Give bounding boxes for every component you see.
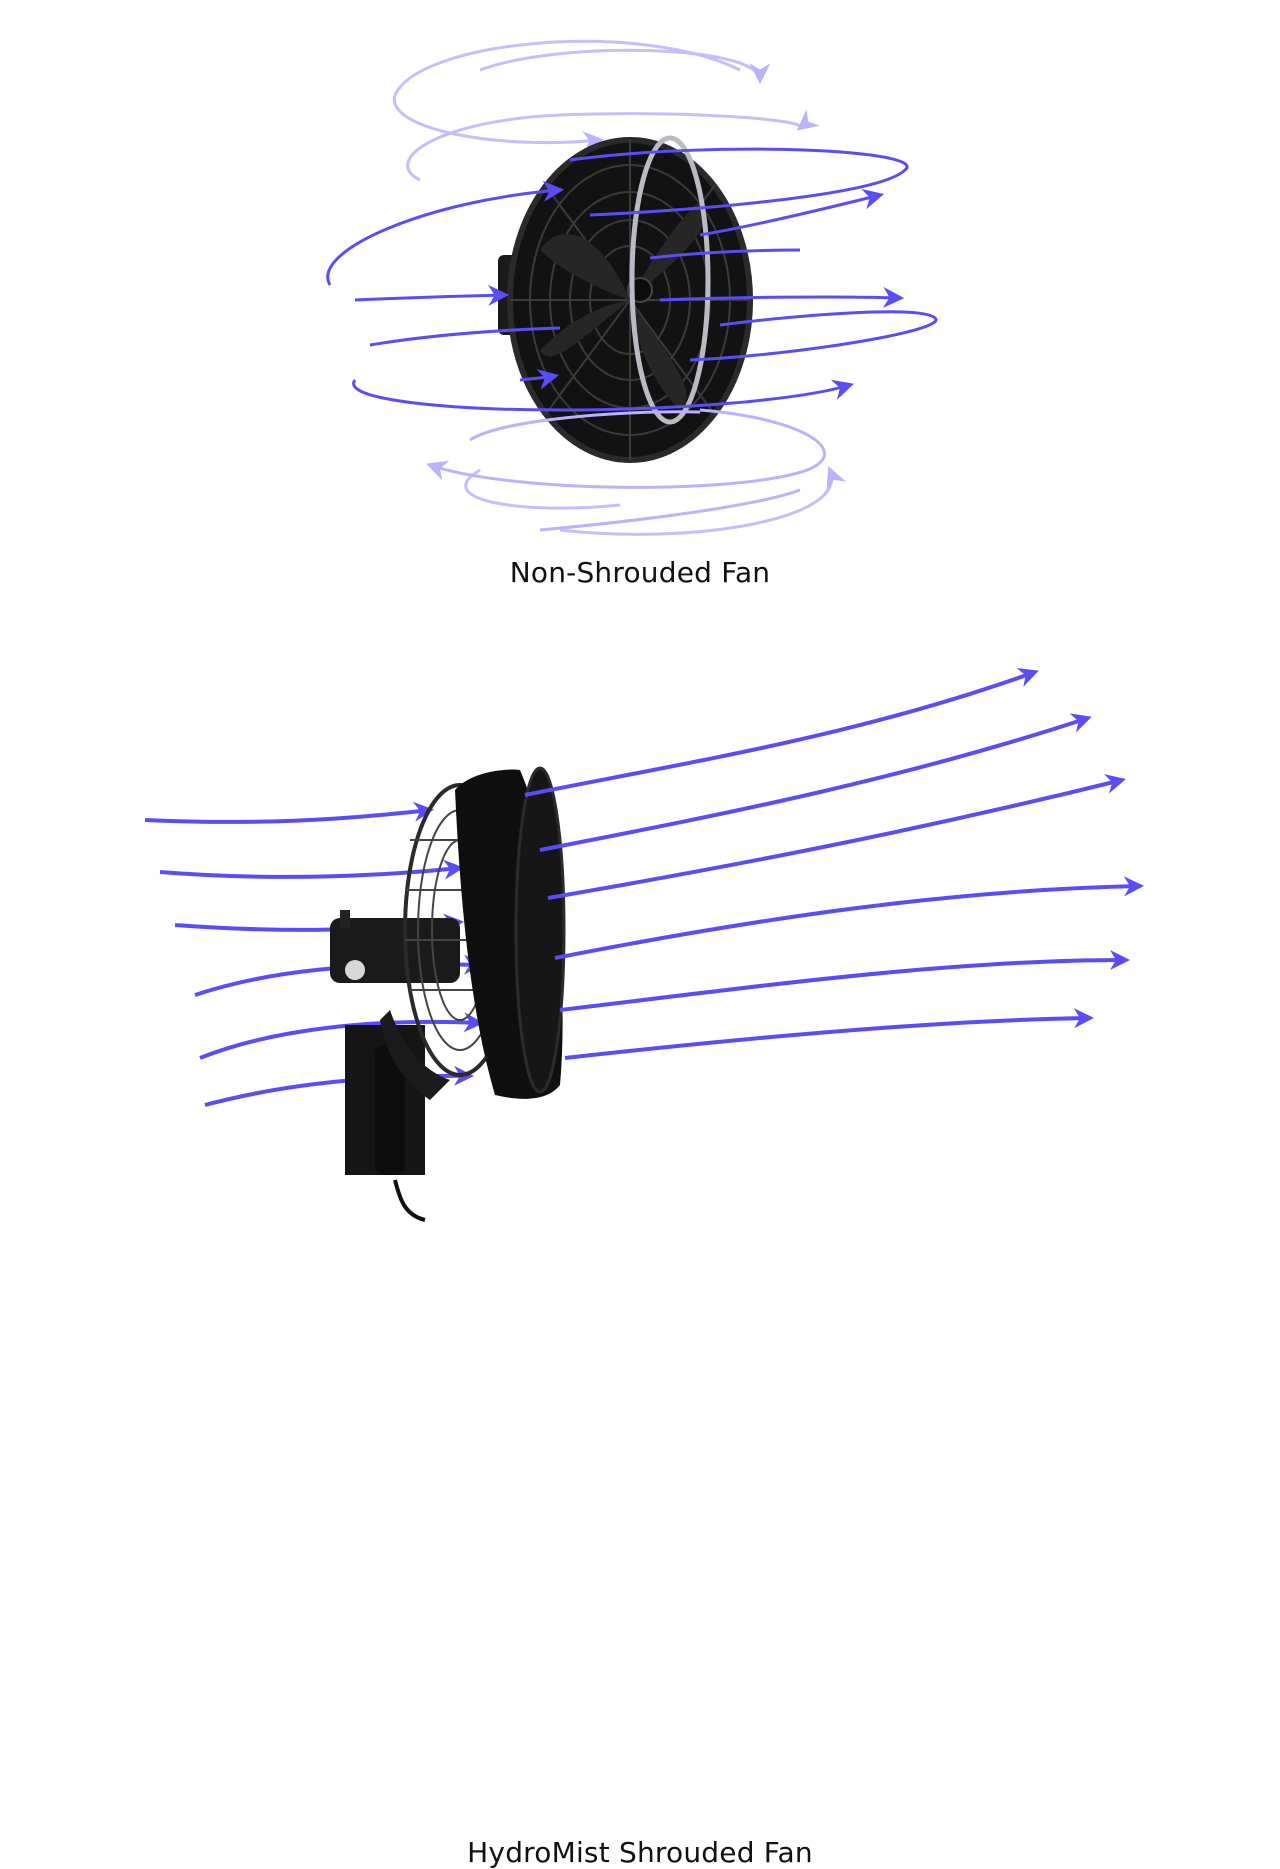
fan-unit <box>498 135 753 463</box>
swirl-front <box>326 147 938 412</box>
caption-non-shrouded: Non-Shrouded Fan <box>509 556 771 589</box>
power-cord <box>393 1179 426 1222</box>
swirl-bottom <box>426 408 826 532</box>
shrouded-illustration <box>144 668 1144 1222</box>
non-shrouded-diagram: Non-Shrouded Fan <box>0 0 1280 640</box>
caption-shrouded: HydroMist Shrouded Fan <box>467 1836 813 1869</box>
swirl-back <box>393 39 846 536</box>
mount-arm <box>375 1045 405 1175</box>
non-shrouded-illustration <box>326 39 938 536</box>
chrome-ring <box>629 135 711 425</box>
airflow-incoming <box>144 801 484 1107</box>
shrouded-diagram: HydroMist Shrouded Fan <box>0 640 1280 1869</box>
fan-blades <box>540 200 707 410</box>
fan-unit-shrouded <box>330 766 566 1222</box>
airflow-outgoing <box>524 668 1144 1060</box>
knob <box>345 960 365 980</box>
